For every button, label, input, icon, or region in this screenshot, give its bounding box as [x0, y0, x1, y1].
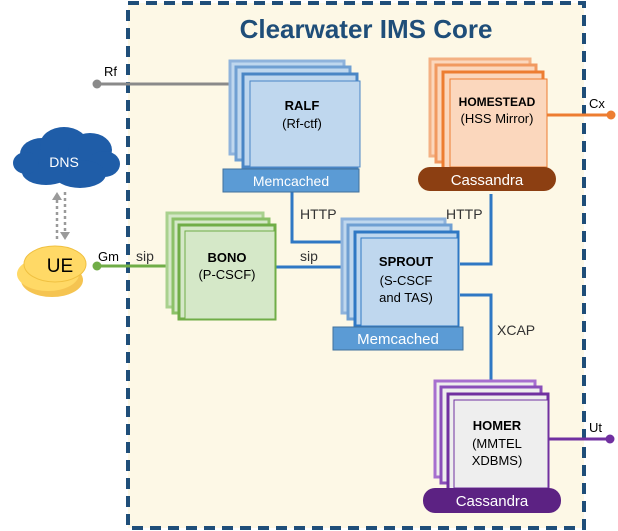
gm-endpoint: [92, 261, 102, 271]
rf-endpoint: [92, 79, 102, 89]
bono-node: BONO (P-CSCF): [165, 211, 277, 321]
homestead-node: HOMESTEAD (HSS Mirror): [428, 57, 548, 171]
homestead-cassandra-label: Cassandra: [451, 172, 524, 189]
ue-device: UE: [17, 245, 87, 297]
homer-role-line1: (MMTEL: [472, 436, 522, 451]
bono-title: BONO: [208, 250, 247, 265]
ralf-node: RALF (Rf-ctf): [228, 59, 361, 169]
xcap-line: [460, 293, 493, 384]
homer-title: HOMER: [473, 418, 522, 433]
homer-node: HOMER (MMTEL XDBMS): [433, 379, 550, 492]
xcap-label: XCAP: [497, 322, 535, 338]
http-sprout-homestead-label: HTTP: [446, 206, 483, 222]
homer-cassandra-band: Cassandra: [423, 488, 561, 513]
dns-ue-arrows: [52, 192, 70, 240]
ralf-memcached-band: Memcached: [222, 168, 360, 193]
sprout-role-line1: (S-CSCF: [380, 273, 433, 288]
ut-endpoint: [605, 434, 615, 444]
dns-cloud: DNS: [13, 127, 120, 188]
ue-label: UE: [47, 256, 73, 277]
homer-role-line2: XDBMS): [472, 453, 523, 468]
dns-label: DNS: [49, 154, 79, 170]
sprout-memcached-band: Memcached: [332, 326, 464, 351]
http-sprout-homestead-line: [460, 194, 493, 266]
sprout-title: SPROUT: [379, 254, 433, 269]
ralf-memcached-label: Memcached: [253, 173, 329, 189]
ralf-title: RALF: [285, 98, 320, 113]
ralf-role: (Rf-ctf): [282, 116, 322, 131]
http-ralf-sprout-line: [290, 192, 343, 244]
homestead-cassandra-band: Cassandra: [418, 167, 556, 191]
sip-bono-sprout-label: sip: [300, 248, 318, 264]
sprout-node: SPROUT (S-CSCF and TAS): [340, 217, 460, 328]
cx-endpoint: [606, 110, 616, 120]
cx-label: Cx: [589, 96, 605, 111]
rf-label: Rf: [104, 64, 117, 79]
core-title: Clearwater IMS Core: [240, 14, 493, 44]
homer-cassandra-label: Cassandra: [456, 493, 529, 510]
sip-ue-bono-label: sip: [136, 248, 154, 264]
bono-role: (P-CSCF): [198, 267, 255, 282]
sprout-memcached-label: Memcached: [357, 331, 439, 348]
http-ralf-sprout-label: HTTP: [300, 206, 337, 222]
gm-label: Gm: [98, 249, 119, 264]
ut-label: Ut: [589, 420, 602, 435]
sprout-role-line2: and TAS): [379, 290, 433, 305]
homestead-role: (HSS Mirror): [461, 111, 534, 126]
homestead-title: HOMESTEAD: [459, 95, 536, 109]
